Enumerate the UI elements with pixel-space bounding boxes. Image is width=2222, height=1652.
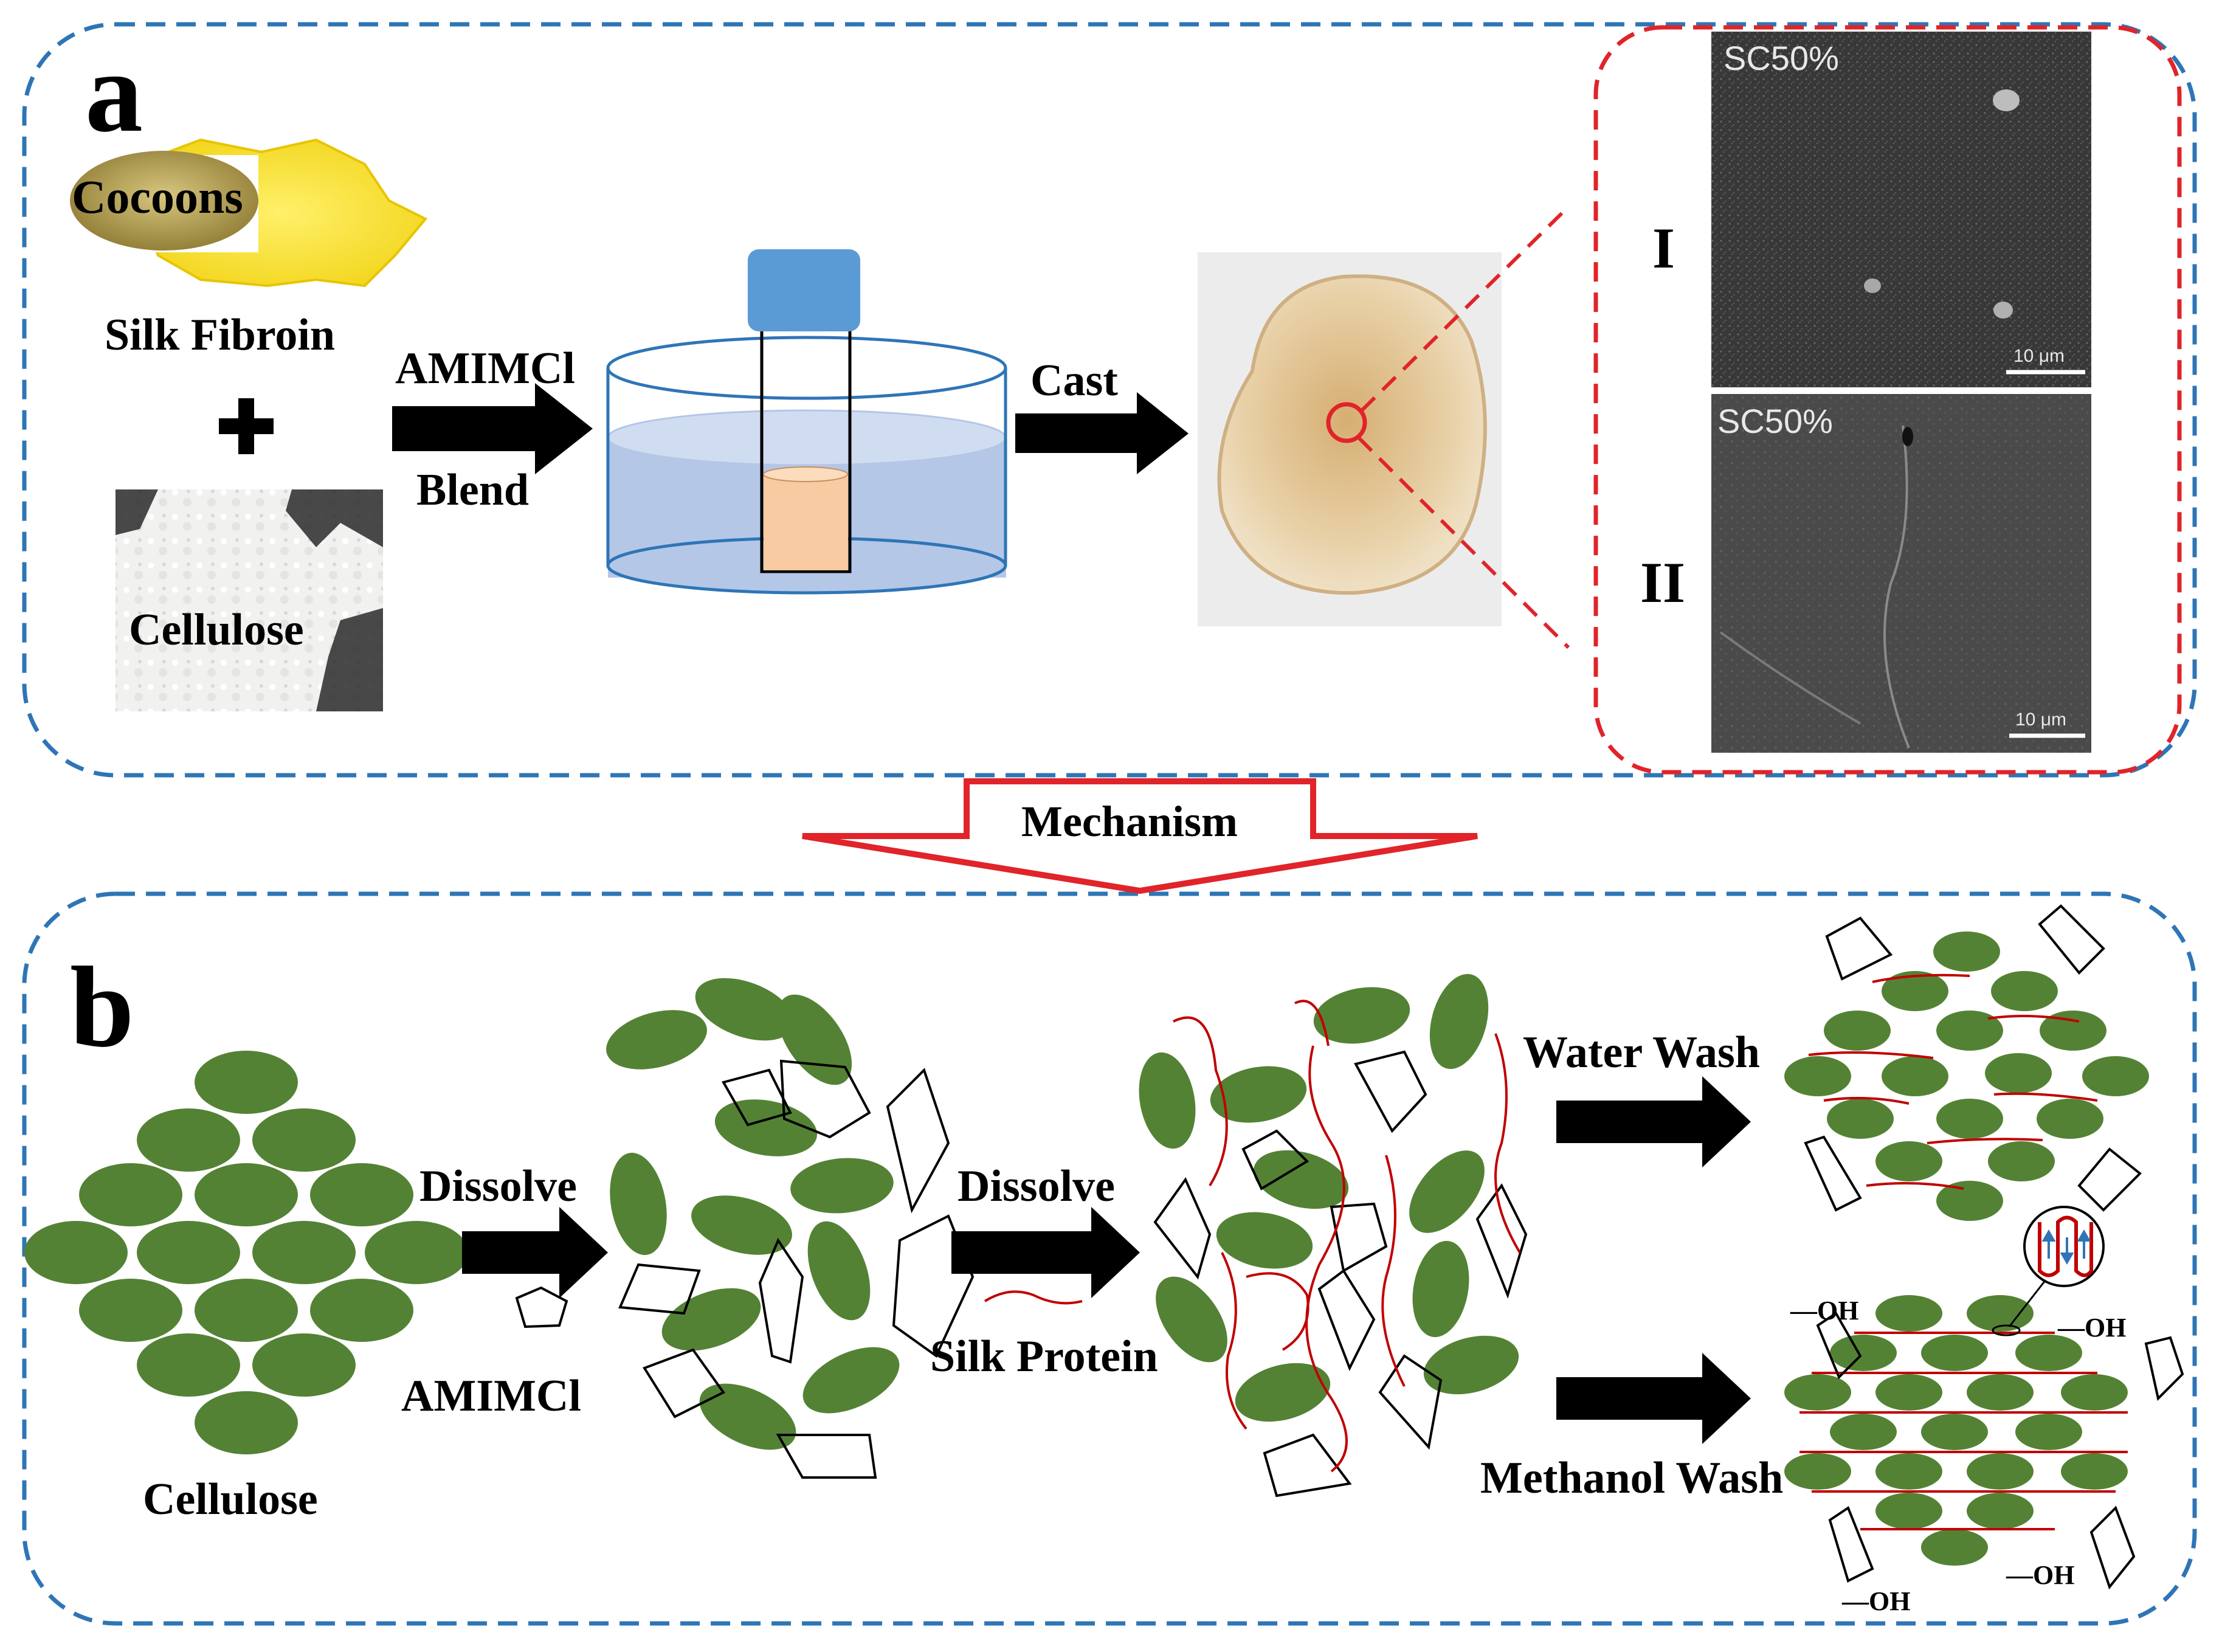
methanol-wash-label: Methanol Wash bbox=[1480, 1453, 1783, 1503]
methanol-wash-ionic-liquid bbox=[1816, 1312, 2184, 1590]
cellulose-label-a: Cellulose bbox=[129, 605, 304, 655]
sem-pore bbox=[1902, 427, 1913, 446]
scale-bar-label-ii: 10 μm bbox=[2015, 710, 2066, 730]
hydrogen-bond-arrows bbox=[2041, 1229, 2091, 1265]
sem-image-i-shade bbox=[1711, 32, 2091, 387]
dissolve-label-1: Dissolve bbox=[419, 1161, 577, 1211]
oh-label: —OH bbox=[1790, 1296, 1858, 1325]
water-surface bbox=[607, 409, 1007, 466]
dissolve-label-2: Dissolve bbox=[957, 1161, 1115, 1211]
blend-label: Blend bbox=[416, 465, 529, 515]
sem-particle bbox=[1864, 278, 1881, 293]
sem-roman-ii: II bbox=[1640, 550, 1685, 615]
panel-a-letter: a bbox=[85, 29, 143, 156]
cellulose-powder-shadow bbox=[116, 489, 383, 711]
scale-bar-label-i: 10 μm bbox=[2013, 346, 2065, 366]
sem-inset-frame bbox=[1593, 25, 2182, 775]
cellulose-label-b: Cellulose bbox=[143, 1474, 318, 1524]
silk-protein-label: Silk Protein bbox=[930, 1332, 1158, 1381]
sem-crack bbox=[1719, 631, 1861, 725]
water-wash-ionic-liquid bbox=[1804, 904, 2142, 1212]
cast-film bbox=[1217, 274, 1487, 595]
amimcl-label-b: AMIMCl bbox=[401, 1371, 581, 1421]
magnifier-pointer bbox=[2008, 1279, 2047, 1327]
water-wash-silk bbox=[1808, 973, 2098, 1190]
zoom-line-top bbox=[1360, 205, 1570, 412]
sem-label-ii: SC50% bbox=[1717, 402, 1833, 440]
blend-ionic-liquid bbox=[1153, 1050, 1528, 1498]
methanol-wash-silk-sheets bbox=[1799, 1332, 2128, 1530]
methanol-wash-arrow bbox=[1556, 1353, 1751, 1444]
sem-particle bbox=[1993, 302, 2013, 319]
oh-label: —OH bbox=[2057, 1313, 2126, 1343]
dissolve-arrow-1 bbox=[462, 1207, 608, 1298]
amimcl-label-a: AMIMCl bbox=[395, 344, 575, 393]
dissolve-arrow-2 bbox=[951, 1207, 1140, 1298]
blend-arrow bbox=[392, 383, 593, 474]
cellulose-lattice bbox=[24, 1051, 468, 1454]
oh-label: —OH bbox=[2006, 1560, 2074, 1590]
panel-b-letter: b bbox=[70, 944, 134, 1071]
cast-label: Cast bbox=[1030, 356, 1118, 406]
amimcl-ion-icon bbox=[515, 1286, 568, 1329]
oh-label: —OH bbox=[1841, 1586, 1910, 1616]
sample-location-marker bbox=[1326, 402, 1367, 443]
cocoons-label: Cocoons bbox=[72, 170, 243, 223]
vial-solution bbox=[764, 474, 848, 570]
beta-sheet-highlight bbox=[1992, 1324, 2021, 1336]
beta-sheet-strands bbox=[2038, 1215, 2093, 1277]
vial-cap bbox=[748, 249, 860, 331]
cast-arrow bbox=[1015, 392, 1189, 474]
mechanism-arrow bbox=[802, 778, 1478, 894]
sem-image-i bbox=[1711, 32, 2091, 387]
panel-b-frame bbox=[22, 891, 2197, 1626]
beaker-rim bbox=[606, 336, 1007, 400]
blend-cellulose bbox=[1139, 973, 1519, 1422]
hydroxyl-groups: —OH —OH —OH —OH bbox=[1790, 1296, 2126, 1616]
blend-silk-chains bbox=[1173, 1000, 1521, 1473]
sem-image-ii bbox=[1711, 394, 2091, 753]
plus-sign-vertical bbox=[238, 398, 254, 454]
mechanism-label: Mechanism bbox=[1021, 797, 1238, 846]
sem-roman-i: I bbox=[1652, 216, 1675, 280]
sem-label-i: SC50% bbox=[1723, 39, 1839, 77]
dissolved-cellulose bbox=[606, 978, 900, 1450]
sem-crack bbox=[1883, 425, 1910, 748]
ionic-liquid-hexagons bbox=[618, 1059, 975, 1479]
zoom-line-bottom bbox=[1357, 436, 1570, 649]
water-wash-cellulose bbox=[1784, 931, 2149, 1221]
vial-solution-top bbox=[763, 466, 848, 482]
cocoon-image bbox=[70, 151, 258, 251]
silk-fibroin-label: Silk Fibroin bbox=[105, 310, 335, 360]
silk-protein-chain-icon bbox=[984, 1290, 1083, 1305]
panel-a-frame bbox=[22, 22, 2197, 778]
sem-particle bbox=[1993, 89, 2020, 111]
water-wash-label: Water Wash bbox=[1523, 1028, 1760, 1077]
beta-sheet-magnifier bbox=[2023, 1206, 2105, 1287]
methanol-wash-cellulose bbox=[1784, 1295, 2128, 1566]
water-wash-arrow bbox=[1556, 1076, 1751, 1167]
